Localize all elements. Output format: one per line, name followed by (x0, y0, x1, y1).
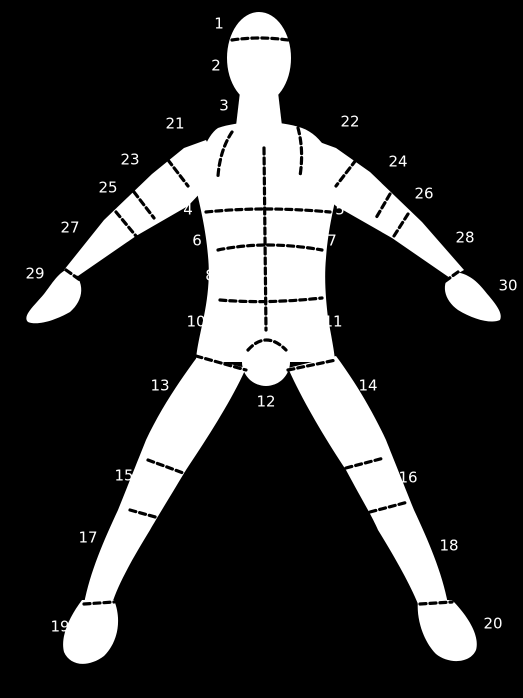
label-9: 9 (315, 269, 325, 287)
label-15: 15 (114, 467, 133, 485)
label-30: 30 (498, 277, 517, 295)
label-17: 17 (78, 529, 97, 547)
left-foot (63, 600, 118, 664)
seam-left-ankle (84, 602, 114, 604)
label-5: 5 (335, 201, 345, 219)
label-2: 2 (211, 57, 221, 75)
label-23: 23 (120, 151, 139, 169)
label-24: 24 (388, 153, 407, 171)
label-16: 16 (398, 469, 417, 487)
groin (242, 338, 290, 386)
label-26: 26 (414, 185, 433, 203)
label-1: 1 (214, 15, 224, 33)
label-21: 21 (165, 115, 184, 133)
label-27: 27 (60, 219, 79, 237)
label-14: 14 (358, 377, 377, 395)
left-arm (64, 140, 222, 276)
label-19: 19 (50, 618, 69, 636)
head (227, 12, 291, 104)
label-4: 4 (183, 201, 193, 219)
label-12: 12 (256, 393, 275, 411)
label-3: 3 (219, 97, 229, 115)
neck (236, 92, 282, 126)
label-22: 22 (340, 113, 359, 131)
label-11: 11 (323, 313, 342, 331)
body-silhouette (26, 12, 500, 664)
label-6: 6 (192, 232, 202, 250)
label-13: 13 (150, 377, 169, 395)
right-hand (445, 272, 501, 322)
label-25: 25 (98, 179, 117, 197)
label-7: 7 (327, 232, 337, 250)
label-28: 28 (455, 229, 474, 247)
label-20: 20 (483, 615, 502, 633)
label-8: 8 (205, 267, 215, 285)
right-foot (418, 600, 477, 661)
label-18: 18 (439, 537, 458, 555)
label-10: 10 (186, 313, 205, 331)
label-29: 29 (25, 265, 44, 283)
